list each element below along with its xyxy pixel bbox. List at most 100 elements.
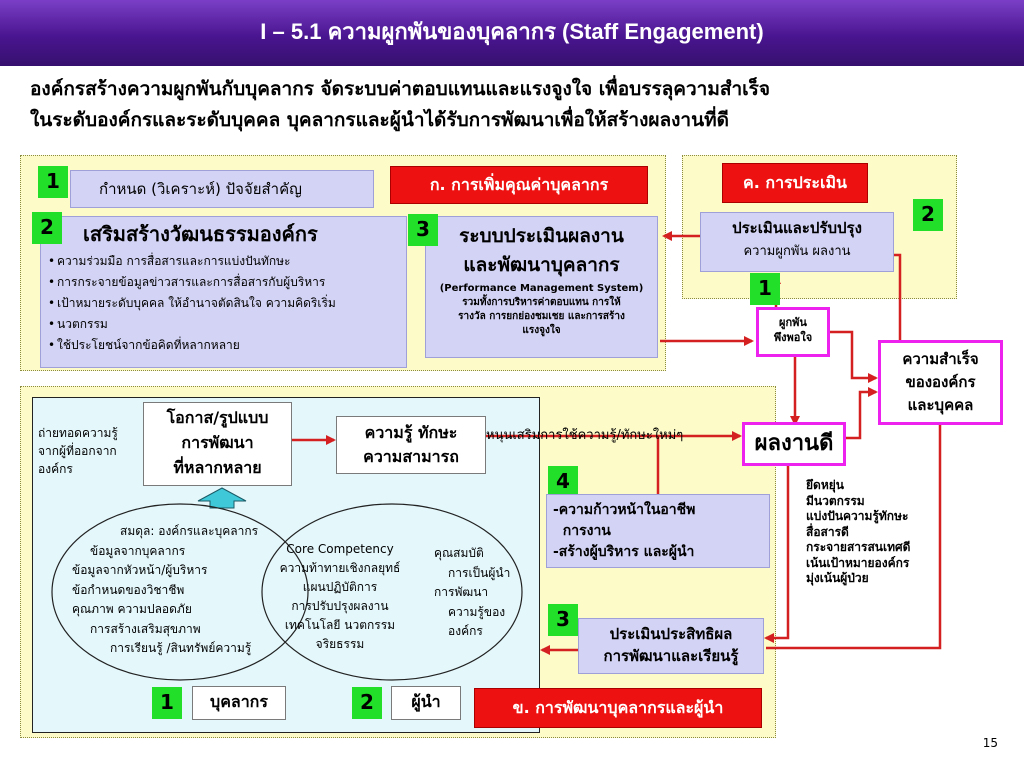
pms-box: ระบบประเมินผลงาน และพัฒนาบุคลากร (Perfor… <box>425 216 658 358</box>
core-item: ความท้าทายเชิงกลยุทธ์ <box>279 561 401 575</box>
ellipse-staff <box>51 503 309 681</box>
dev-opportunities-box: โอกาส/รูปแบบ การพัฒนา ที่หลากหลาย <box>143 402 292 486</box>
success-line-1: ความสำเร็จ <box>902 350 979 368</box>
skills-line: ความรู้ ทักษะ <box>364 423 458 442</box>
eval-improve-box: ประเมินและปรับปรุง ความผูกพัน ผลงาน <box>700 212 894 272</box>
key-factors-box: กำหนด (วิเคราะห์) ปัจจัยสำคัญ <box>70 170 374 208</box>
section-c-header: ค. การประเมิน <box>722 163 868 203</box>
leader-factors-text: คุณสมบัติ การเป็นผู้นำ การพัฒนา ความรู้ข… <box>432 544 532 642</box>
core-item: จริยธรรม <box>315 637 365 651</box>
up-arrow-to-opportunities <box>197 487 247 509</box>
leader-step-2-badge: 2 <box>352 687 382 719</box>
staff-factor: ข้อมูลจากบุคลากร <box>90 543 186 558</box>
culture-title: เสริมสร้างวัฒนธรรมองค์กร <box>83 222 318 246</box>
core-item: เทคโนโลยี นวตกรรม <box>284 618 396 632</box>
culture-bullet: เป้าหมายระดับบุคคล ให้อำนาจตัดสินใจ ความ… <box>48 293 406 314</box>
section-a-header: ก. การเพิ่มคุณค่าบุคลากร <box>390 166 648 204</box>
career-line: -ความก้าวหน้าในอาชีพ <box>553 502 696 518</box>
culture-bullet: การกระจายข้อมูลข่าวสารและการสื่อสารกับผู… <box>48 272 406 293</box>
culture-bullet: ใช้ประโยชน์จากข้อคิดที่หลากหลาย <box>48 335 406 356</box>
eval-improve-sub: ความผูกพัน ผลงาน <box>743 244 851 259</box>
intro-text: องค์กรสร้างความผูกพันกับบุคลากร จัดระบบค… <box>30 74 1010 136</box>
core-item: Core Competency <box>286 542 394 556</box>
career-box: -ความก้าวหน้าในอาชีพ การงาน -สร้างผู้บริ… <box>546 494 770 568</box>
staff-label: บุคลากร <box>192 686 286 720</box>
pms-desc-2: รางวัล การยกย่องชมเชย และการสร้าง <box>458 311 625 322</box>
engagement-line-2: พึงพอใจ <box>773 331 813 344</box>
staff-factor: ข้อกำหนดของวิชาชีพ <box>72 582 185 597</box>
core-item: แผนปฏิบัติการ <box>302 580 378 594</box>
eval-improve-title: ประเมินและปรับปรุง <box>732 219 862 237</box>
leader-factor: การเป็นผู้นำ <box>448 565 511 580</box>
knowledge-skills-box: ความรู้ ทักษะ ความสามารถ <box>336 416 486 474</box>
transfer-line: ถ่ายทอดความรู้ <box>38 426 118 440</box>
page-number: 15 <box>982 736 998 750</box>
pms-title-2: และพัฒนาบุคลากร <box>463 254 620 276</box>
engagement-box: ผูกพัน พึงพอใจ <box>756 307 830 357</box>
staff-factor: ข้อมูลจากหัวหน้า/ผู้บริหาร <box>72 563 208 577</box>
staff-step-1-badge: 1 <box>152 687 182 719</box>
performance-list: ยึดหยุ่น มีนวตกรรม แบ่งปันความรู้ทักษะ ส… <box>806 478 956 587</box>
effectiveness-box: ประเมินประสิทธิผล การพัฒนาและเรียนรู้ <box>578 618 764 674</box>
ellipse-leader <box>261 503 523 681</box>
staff-factor: การสร้างเสริมสุขภาพ <box>90 621 201 636</box>
leader-factor: องค์กร <box>448 624 483 638</box>
performance-item: ยึดหยุ่น <box>806 478 844 492</box>
arrow-performance-to-success <box>846 387 878 440</box>
pms-title-1: ระบบประเมินผลงาน <box>459 225 624 247</box>
leader-factor: คุณสมบัติ <box>434 546 484 560</box>
dev-step-4-badge: 4 <box>548 466 578 498</box>
culture-bullets: ความร่วมมือ การสื่อสารและการแบ่งปันทักษะ… <box>41 251 406 356</box>
career-line: การงาน <box>553 523 611 539</box>
leader-factor: การพัฒนา <box>434 585 489 599</box>
effect-line: การพัฒนาและเรียนรู้ <box>603 647 739 665</box>
staff-factor: การเรียนรู้ /สินทรัพย์ความรู้ <box>110 641 252 655</box>
engagement-line-1: ผูกพัน <box>779 316 807 329</box>
performance-item: เน้นเป้าหมายองค์กร <box>806 555 910 570</box>
assess-step-1-badge: 1 <box>750 273 780 305</box>
leader-label: ผู้นำ <box>391 686 461 720</box>
slide-title: I – 5.1 ความผูกพันของบุคลากร (Staff Enga… <box>0 0 1024 66</box>
culture-bullet: ความร่วมมือ การสื่อสารและการแบ่งปันทักษะ <box>48 251 406 272</box>
dev-step-3-badge: 3 <box>548 604 578 636</box>
knowledge-transfer-text: ถ่ายทอดความรู้ จากผู้ที่ออกจาก องค์กร <box>38 424 148 478</box>
pms-desc-3: แรงจูงใจ <box>522 325 561 336</box>
intro-line-2: ในระดับองค์กรและระดับบุคคล บุคลากรและผู้… <box>30 109 729 131</box>
key-factors-label: กำหนด (วิเคราะห์) ปัจจัยสำคัญ <box>99 180 302 198</box>
performance-item: มีนวตกรรม <box>806 493 865 508</box>
step-1-badge: 1 <box>38 166 68 198</box>
skills-line: ความสามารถ <box>363 447 459 466</box>
assess-step-2-badge: 2 <box>913 199 943 231</box>
pms-subtitle: (Performance Management System) <box>439 283 644 294</box>
core-item: การปรับปรุงผลงาน <box>291 599 389 613</box>
support-text: หนุนเสริมการใช้ความรู้/ทักษะใหม่ๆ <box>486 428 684 443</box>
success-line-2: ขององค์กร <box>905 373 976 391</box>
core-competency-text: Core Competency ความท้าทายเชิงกลยุทธ์ แผ… <box>266 540 414 654</box>
step-2-badge: 2 <box>32 212 62 244</box>
culture-bullet: นวตกรรม <box>48 314 406 335</box>
step-3-badge: 3 <box>408 214 438 246</box>
opp-line: การพัฒนา <box>181 433 254 452</box>
success-line-3: และบุคคล <box>907 396 974 414</box>
performance-item: แบ่งปันความรู้ทักษะ <box>806 509 909 523</box>
staff-factor: สมดุล: องค์กรและบุคลากร <box>120 524 259 538</box>
arrow-engagement-to-success <box>830 330 878 383</box>
intro-line-1: องค์กรสร้างความผูกพันกับบุคลากร จัดระบบค… <box>30 78 770 100</box>
pms-desc-1: รวมทั้งการบริหารค่าตอบแทน การให้ <box>462 297 621 308</box>
section-b-header: ข. การพัฒนาบุคลากรและผู้นำ <box>474 688 762 728</box>
performance-item: มุ่งเน้นผู้ป่วย <box>806 571 869 585</box>
staff-factors-text: สมดุล: องค์กรและบุคลากร ข้อมูลจากบุคลากร… <box>60 522 300 659</box>
performance-item: กระจายสารสนเทศดี <box>806 540 911 554</box>
transfer-line: องค์กร <box>38 462 73 476</box>
performance-item: สื่อสารดี <box>806 524 849 539</box>
opp-line: ที่หลากหลาย <box>173 458 262 477</box>
leader-factor: ความรู้ของ <box>448 604 506 619</box>
opp-line: โอกาส/รูปแบบ <box>166 408 269 427</box>
career-line: -สร้างผู้บริหาร และผู้นำ <box>553 544 695 560</box>
staff-factor: คุณภาพ ความปลอดภัย <box>72 602 192 616</box>
arrow-performance-to-effect <box>764 455 790 643</box>
good-performance-box: ผลงานดี <box>742 422 846 466</box>
success-box: ความสำเร็จ ขององค์กร และบุคคล <box>878 340 1003 425</box>
transfer-line: จากผู้ที่ออกจาก <box>38 444 117 458</box>
culture-box: เสริมสร้างวัฒนธรรมองค์กร ความร่วมมือ การ… <box>40 216 407 368</box>
